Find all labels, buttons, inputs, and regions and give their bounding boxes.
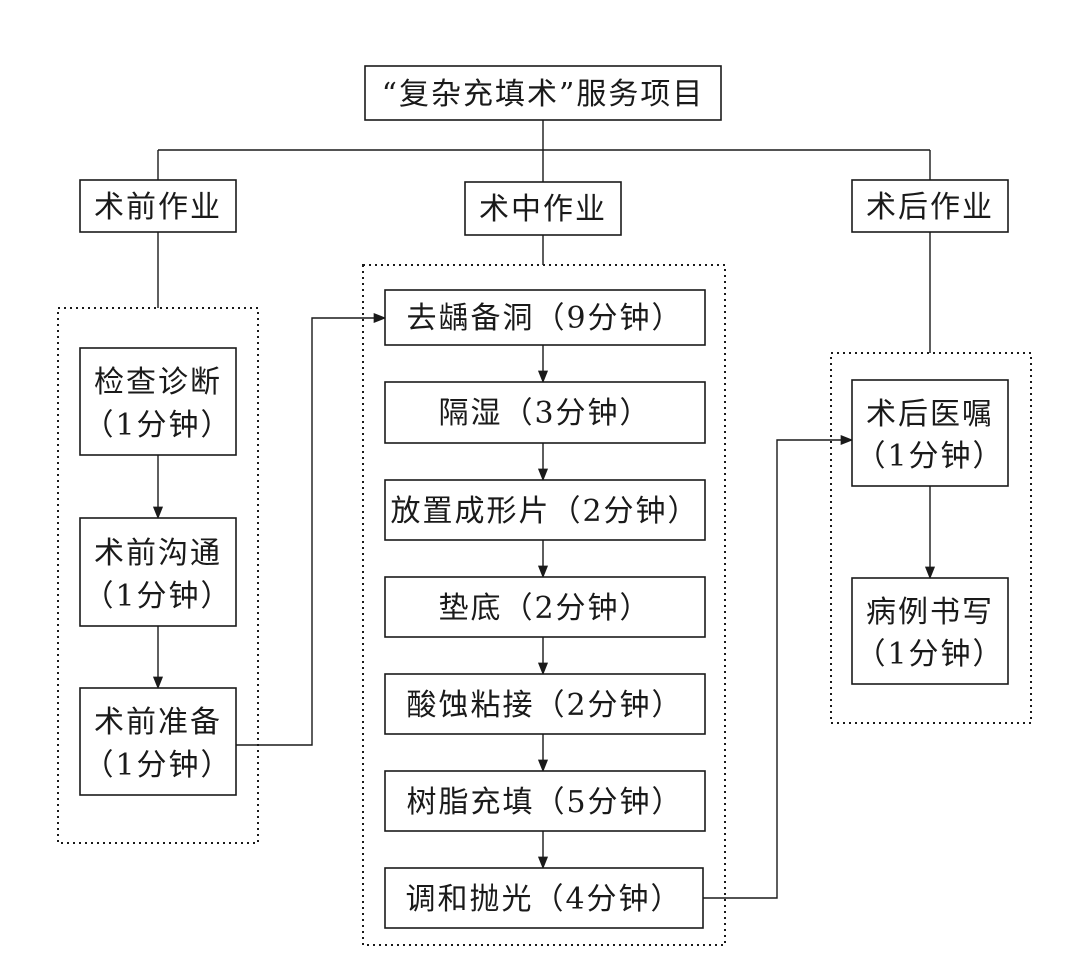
post-step-name: 术后医嘱 (866, 397, 994, 432)
post-step-duration: （1分钟） (855, 637, 1004, 672)
post-op-group (830, 352, 1032, 724)
intra-step-label: 垫底（2分钟） (438, 591, 651, 626)
intra-step-matrix-placement: 放置成形片（2分钟） (384, 479, 706, 541)
pre-step-name: 术前沟通 (94, 536, 222, 571)
intra-step-isolation: 隔湿（3分钟） (384, 381, 706, 444)
post-step-instructions: 术后医嘱 （1分钟） (851, 379, 1009, 487)
pre-step-preparation: 术前准备 （1分钟） (79, 687, 237, 796)
pre-step-name: 术前准备 (94, 705, 222, 740)
pre-step-duration: （1分钟） (83, 748, 232, 783)
pre-step-exam-diagnosis: 检查诊断 （1分钟） (79, 347, 237, 456)
root-title: “复杂充填术”服务项目 (382, 77, 705, 112)
pre-step-communication: 术前沟通 （1分钟） (79, 517, 237, 627)
intra-op-group (362, 264, 726, 946)
post-step-name: 病例书写 (866, 595, 994, 630)
intra-step-label: 树脂充填（5分钟） (406, 785, 683, 820)
root-node: “复杂充填术”服务项目 (364, 65, 722, 121)
pre-op-header-label: 术前作业 (94, 190, 222, 225)
pre-step-duration: （1分钟） (83, 579, 232, 614)
pre-op-header: 术前作业 (79, 179, 237, 233)
intra-step-label: 放置成形片（2分钟） (390, 494, 699, 529)
intra-step-label: 隔湿（3分钟） (438, 396, 651, 431)
intra-step-resin-filling: 树脂充填（5分钟） (384, 770, 706, 832)
post-op-header-label: 术后作业 (866, 190, 994, 225)
intra-op-header: 术中作业 (464, 181, 622, 236)
pre-to-intra-connector (236, 312, 387, 746)
intra-to-post-connector (703, 434, 854, 899)
post-step-duration: （1分钟） (855, 439, 1004, 474)
post-op-header: 术后作业 (851, 179, 1009, 233)
intra-step-caries-removal: 去龋备洞（9分钟） (384, 289, 706, 346)
intra-step-label: 去龋备洞（9分钟） (406, 301, 683, 336)
pre-step-name: 检查诊断 (94, 365, 222, 400)
intra-step-label: 酸蚀粘接（2分钟） (406, 688, 683, 723)
post-step-case-record: 病例书写 （1分钟） (851, 577, 1009, 685)
intra-op-header-label: 术中作业 (479, 192, 607, 227)
intra-step-polishing: 调和抛光（4分钟） (384, 867, 704, 929)
intra-step-etch-bond: 酸蚀粘接（2分钟） (384, 673, 706, 735)
pre-op-group (57, 307, 259, 844)
pre-step-duration: （1分钟） (83, 408, 232, 443)
intra-step-label: 调和抛光（4分钟） (405, 882, 682, 917)
intra-step-base-liner: 垫底（2分钟） (384, 576, 706, 638)
